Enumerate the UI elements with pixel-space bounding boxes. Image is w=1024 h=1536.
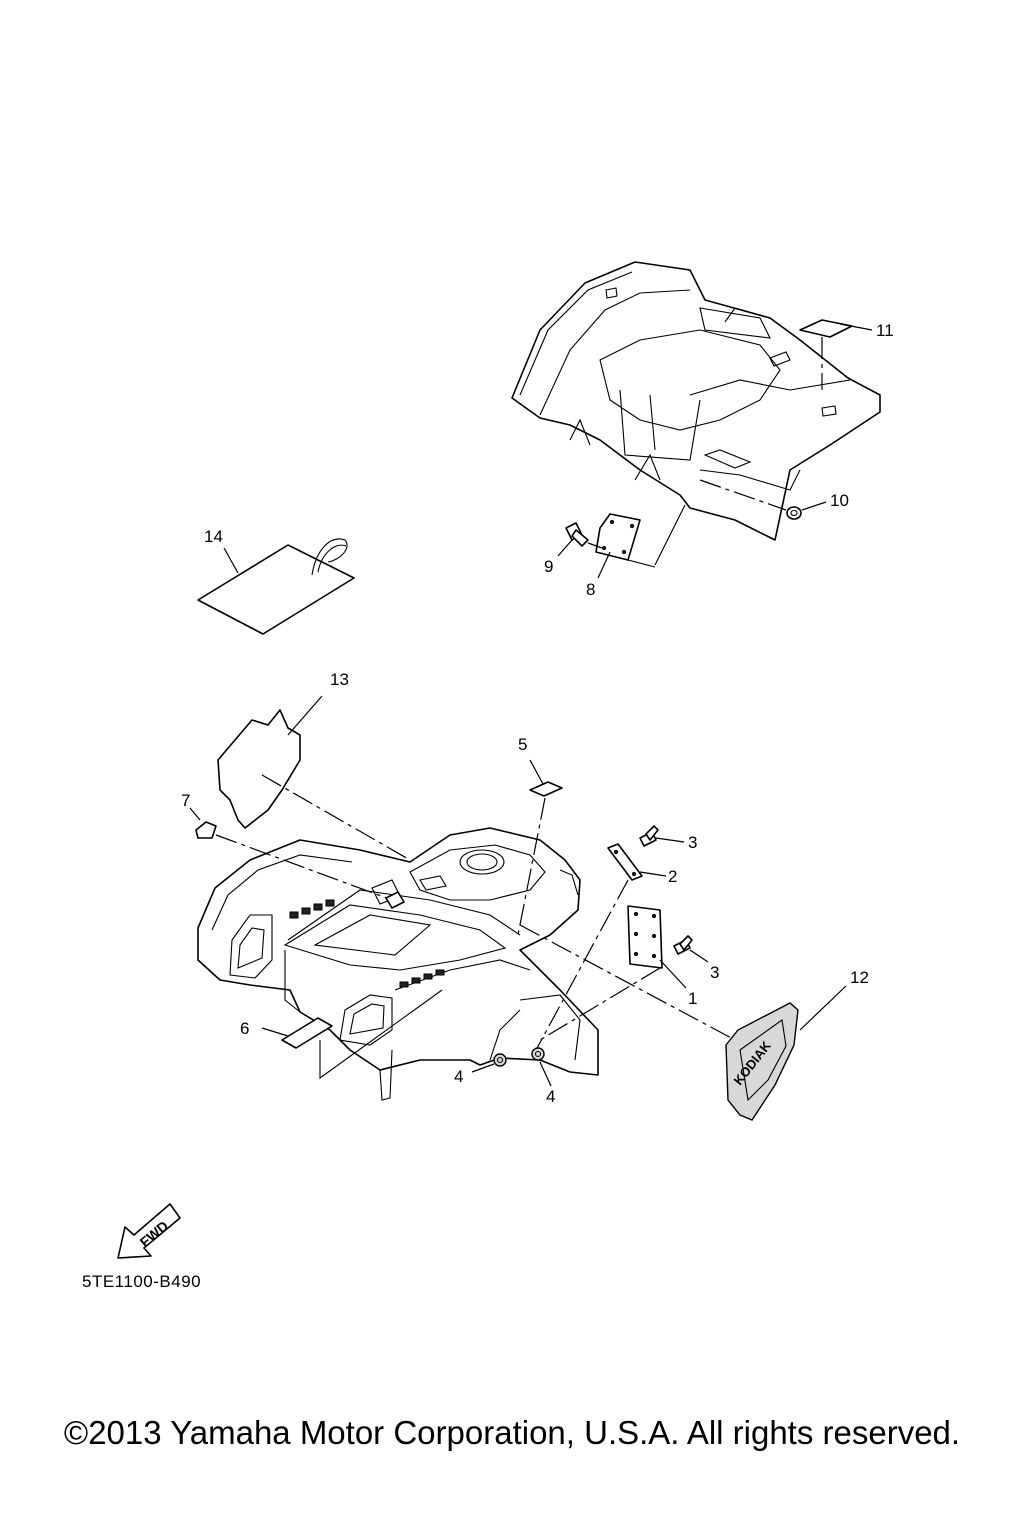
part-4-washer-right: 4: [531, 1047, 555, 1106]
rear-fender: [511, 261, 881, 541]
part-11-label: 11: [799, 319, 894, 390]
part-5-label: 5: [517, 735, 563, 936]
callout-3b: 3: [710, 963, 719, 982]
part-7-cap: 7: [181, 791, 405, 909]
copyright-notice: ©2013 Yamaha Motor Corporation, U.S.A. A…: [63, 1414, 961, 1451]
fwd-arrow-icon: FWD: [117, 1203, 181, 1259]
part-3-bolt-lower: 3: [673, 935, 719, 982]
part-10-grommet: 10: [699, 479, 849, 520]
callout-11: 11: [876, 321, 894, 340]
part-9-bolt: 9: [544, 522, 603, 576]
callout-2: 2: [668, 867, 677, 886]
callout-7: 7: [181, 791, 190, 810]
part-8-plate: 8: [586, 504, 686, 599]
front-fender: [197, 827, 599, 1101]
callout-6: 6: [240, 1019, 249, 1038]
callout-9: 9: [544, 557, 553, 576]
callout-5: 5: [518, 735, 527, 754]
callout-4a: 4: [454, 1067, 463, 1086]
part-13-cover: 13: [217, 670, 411, 861]
part-2-plate: 2: [535, 843, 677, 1051]
callout-4b: 4: [546, 1087, 555, 1106]
callout-3a: 3: [688, 833, 697, 852]
callout-1: 1: [688, 989, 697, 1008]
callout-14: 14: [204, 527, 223, 546]
callout-13: 13: [330, 670, 349, 689]
part-4-washer-left: 4: [454, 1053, 507, 1086]
part-12-emblem: KODIAK 12: [519, 924, 869, 1121]
diagram-code: 5TE1100-B490: [82, 1272, 202, 1291]
part-3-bolt-upper: 3: [639, 825, 697, 852]
part-14-manual: 14: [197, 527, 355, 635]
part-1-bracket: 1: [539, 905, 697, 1041]
callout-8: 8: [586, 580, 595, 599]
callout-12: 12: [850, 968, 869, 987]
part-6-label: 6: [240, 989, 443, 1080]
callout-10: 10: [830, 491, 849, 510]
